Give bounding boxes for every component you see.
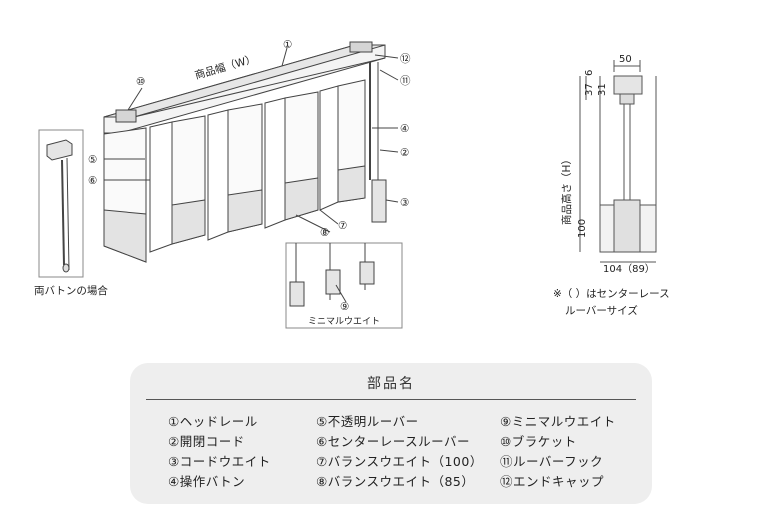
part-item: ⑪ルーバーフック — [500, 454, 604, 469]
callout-5: ⑤ — [88, 154, 97, 166]
height-label: 商品高さ（H） — [560, 154, 573, 225]
part-item: ④操作バトン — [168, 474, 246, 489]
callout-9: ⑨ — [340, 301, 349, 313]
part-item: ⑤不透明ルーバー — [316, 414, 419, 429]
part-item: ②開閉コード — [168, 434, 245, 449]
callout-4: ④ — [400, 123, 409, 135]
dim-top-width: 50 — [619, 54, 632, 65]
cord-weight — [371, 179, 387, 223]
callout-3: ③ — [400, 197, 409, 209]
dim-100: 100 — [577, 219, 588, 238]
double-baton-inset — [38, 129, 84, 278]
note-line1: ※（ ）はセンターレース — [553, 288, 670, 300]
part-item: ①ヘッドレール — [168, 414, 258, 429]
double-baton-label: 両バトンの場合 — [34, 284, 108, 297]
parts-list-panel: 部品名 ①ヘッドレール ②開閉コード ③コードウエイト ④操作バトン ⑤不透明ル… — [130, 363, 652, 504]
note-line2: ルーバーサイズ — [565, 304, 638, 317]
callout-12: ⑫ — [400, 53, 411, 65]
mini-weight-inset — [285, 242, 403, 329]
callout-10: ⑩ — [136, 76, 145, 88]
dim-bottom-width: 104（89） — [603, 263, 655, 275]
part-item: ⑦バランスウエイト（100） — [316, 454, 483, 469]
parts-title: 部品名 — [367, 376, 415, 392]
main-blind-drawing — [103, 41, 399, 263]
callout-2: ② — [400, 147, 409, 159]
mini-weight-label: ミニマルウエイト — [308, 316, 380, 327]
callout-8: ⑧ — [320, 227, 329, 239]
dim-37: 37 — [584, 83, 595, 96]
part-item: ⑧バランスウエイト（85） — [316, 474, 475, 489]
dim-31: 31 — [597, 83, 608, 96]
part-item: ⑥センターレースルーバー — [316, 434, 470, 449]
dim-6: 6 — [584, 70, 595, 76]
part-item: ⑩ブラケット — [500, 434, 577, 449]
end-cap — [349, 41, 373, 53]
bracket — [115, 109, 137, 123]
callout-11: ⑪ — [400, 75, 411, 87]
part-item: ③コードウエイト — [168, 454, 271, 469]
callout-1: ① — [283, 39, 292, 51]
parts-divider — [146, 399, 636, 400]
side-view-drawing — [579, 60, 657, 263]
callout-7: ⑦ — [338, 220, 347, 232]
part-item: ⑫エンドキャップ — [500, 474, 605, 489]
callout-6: ⑥ — [88, 175, 97, 187]
part-item: ⑨ミニマルウエイト — [500, 414, 616, 429]
louvers — [103, 79, 366, 263]
